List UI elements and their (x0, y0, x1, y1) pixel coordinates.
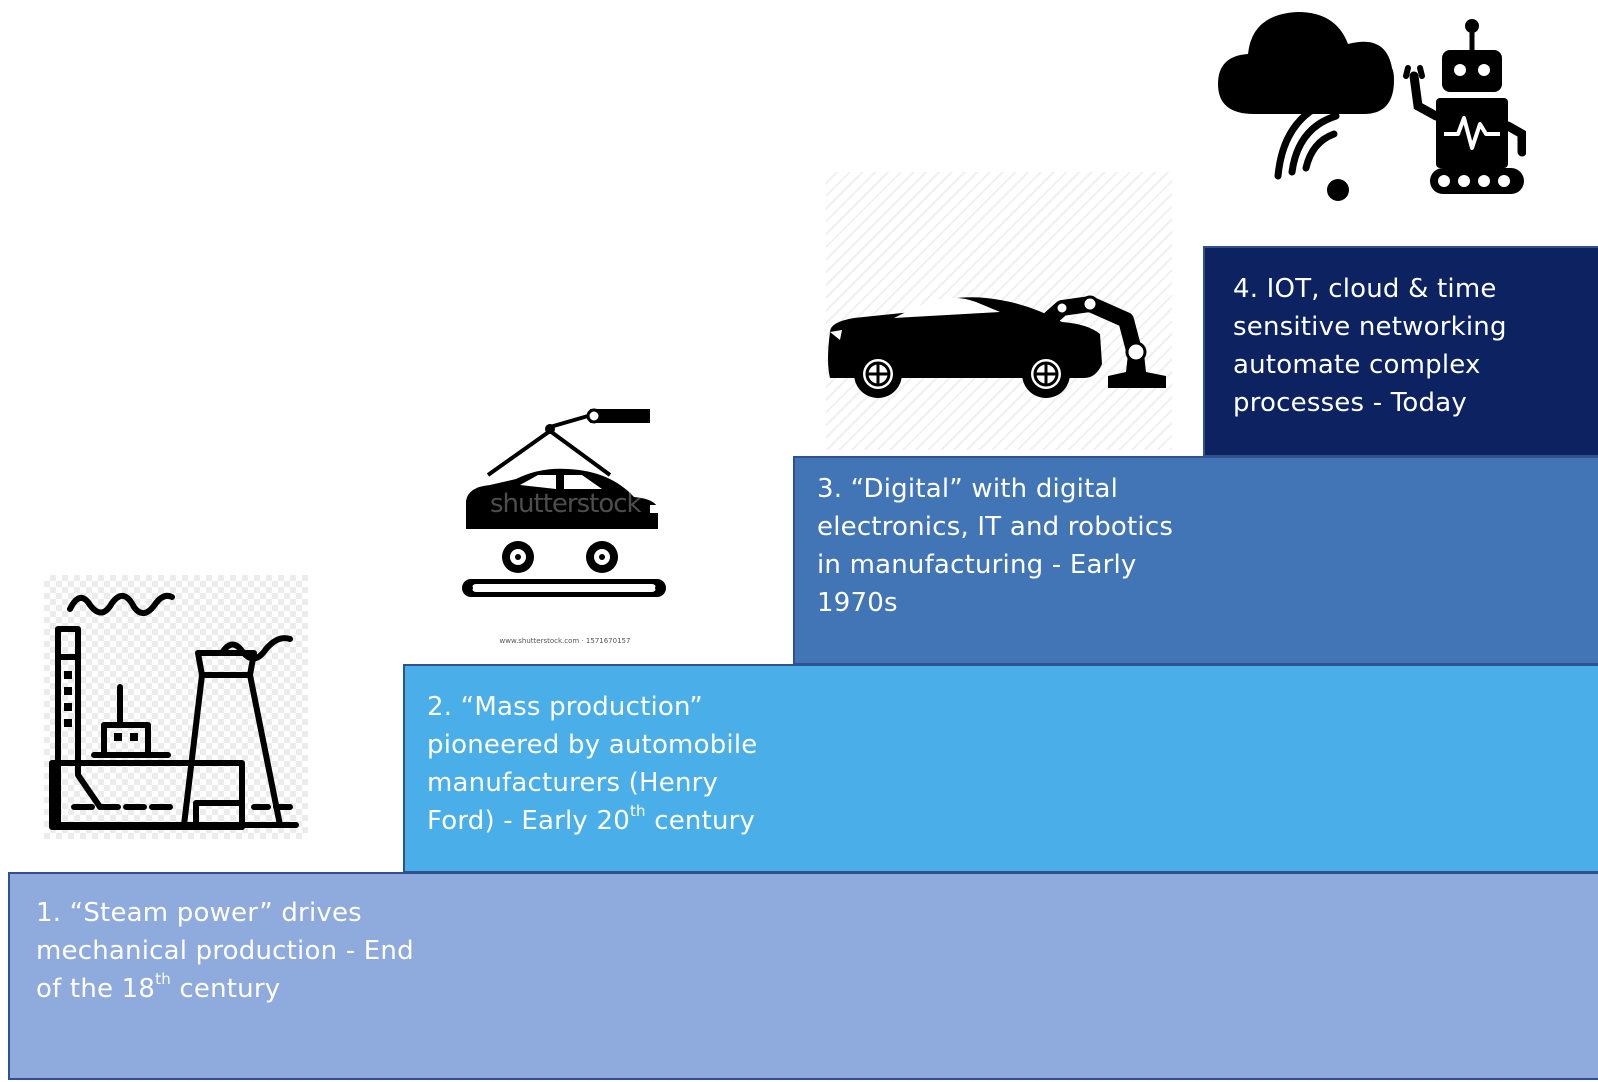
stock-watermark: shutterstock (490, 489, 642, 519)
factory-icon (44, 575, 308, 839)
step-2-mass-production: 2. “Mass production” pioneered by automo… (403, 664, 1598, 873)
step-4-iot-cloud: 4. IOT, cloud & time sensitive networkin… (1203, 246, 1598, 457)
step-4-text: 4. IOT, cloud & time sensitive networkin… (1233, 274, 1507, 418)
stock-caption: www.shutterstock.com · 1571670157 (499, 637, 631, 645)
car-robot-arm-icon (826, 172, 1172, 450)
cloud-robot-icon (1218, 6, 1527, 212)
step-3-text: 3. “Digital” with digital electronics, I… (817, 474, 1174, 618)
step-3-digital: 3. “Digital” with digital electronics, I… (793, 456, 1598, 665)
step-1-steam-power: 1. “Steam power” drives mechanical produ… (8, 872, 1598, 1080)
car-assembly-icon: shutterstock www.shutterstock.com · 1571… (460, 405, 670, 645)
step-2-text: 2. “Mass production” pioneered by automo… (427, 692, 758, 836)
step-1-text: 1. “Steam power” drives mechanical produ… (36, 898, 414, 1004)
